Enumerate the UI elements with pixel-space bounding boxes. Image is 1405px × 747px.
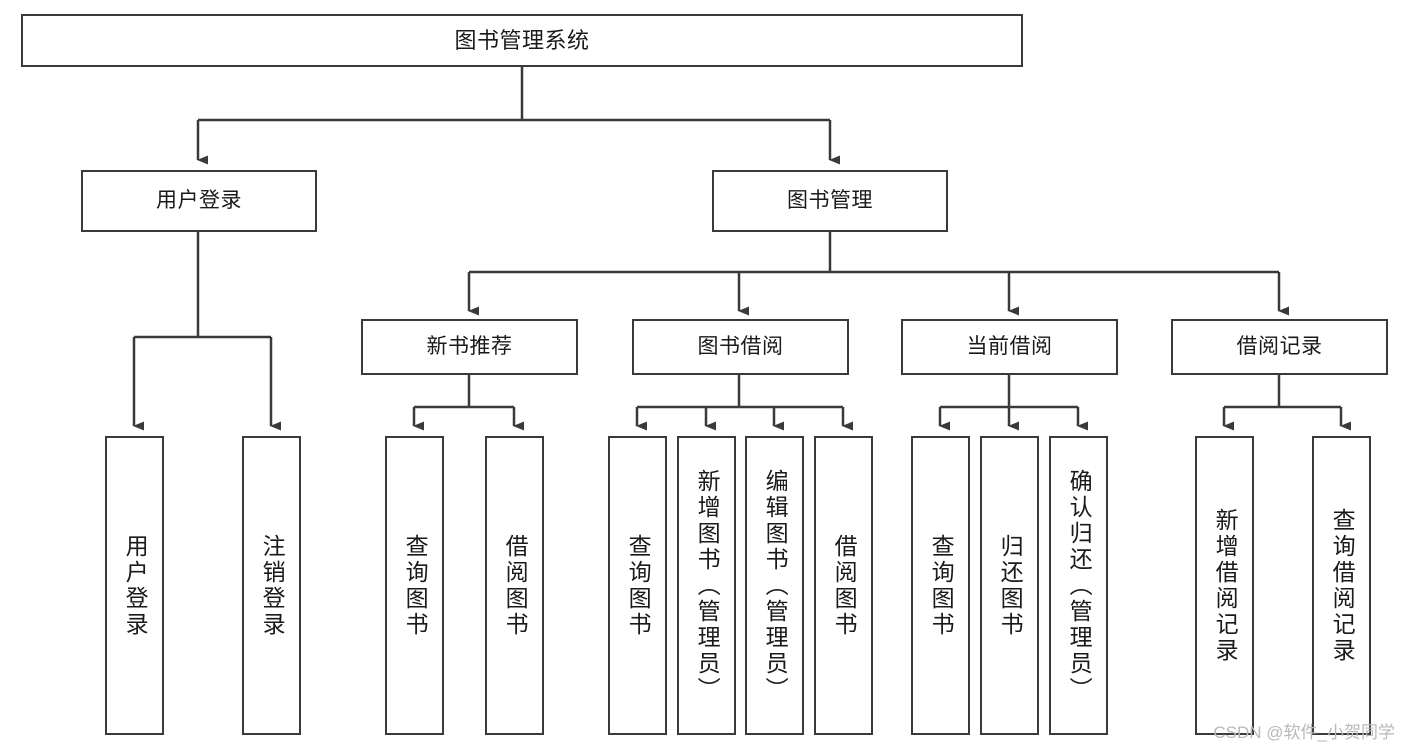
csdn-watermark: CSDN @软件_小贺同学 bbox=[1213, 723, 1395, 742]
leaf-query-borrow-record[interactable]: 查询借阅记录 bbox=[1312, 436, 1371, 735]
node-label: 新增借阅记录 bbox=[1212, 507, 1239, 664]
leaf-borrow-book[interactable]: 借阅图书 bbox=[814, 436, 873, 735]
node-root-book-management-system[interactable]: 图书管理系统 bbox=[21, 14, 1023, 67]
node-borrow-records[interactable]: 借阅记录 bbox=[1171, 319, 1388, 375]
node-label: 图书借阅 bbox=[697, 334, 784, 358]
node-label: 用户登录 bbox=[122, 533, 149, 638]
node-label: 查询借阅记录 bbox=[1329, 507, 1356, 664]
node-label: 图书管理 bbox=[787, 188, 873, 212]
node-book-borrow[interactable]: 图书借阅 bbox=[632, 319, 849, 375]
leaf-borrow-book-newbook[interactable]: 借阅图书 bbox=[485, 436, 544, 735]
leaf-add-borrow-record[interactable]: 新增借阅记录 bbox=[1195, 436, 1254, 735]
node-label: 注销登录 bbox=[259, 533, 286, 638]
leaf-logout[interactable]: 注销登录 bbox=[242, 436, 301, 735]
node-book-management[interactable]: 图书管理 bbox=[712, 170, 948, 232]
node-label: 归还图书 bbox=[997, 533, 1024, 638]
node-label: 确认归还（管理员） bbox=[1066, 468, 1093, 703]
leaf-return-book[interactable]: 归还图书 bbox=[980, 436, 1039, 735]
node-label: 借阅图书 bbox=[502, 533, 529, 638]
node-current-borrow[interactable]: 当前借阅 bbox=[901, 319, 1118, 375]
leaf-edit-book-admin[interactable]: 编辑图书（管理员） bbox=[745, 436, 804, 735]
node-label: 编辑图书（管理员） bbox=[762, 468, 789, 703]
node-label: 当前借阅 bbox=[966, 334, 1053, 358]
leaf-query-book-borrow[interactable]: 查询图书 bbox=[608, 436, 667, 735]
node-label: 用户登录 bbox=[156, 188, 242, 212]
node-label: 新书推荐 bbox=[426, 334, 513, 358]
node-label: 查询图书 bbox=[402, 533, 429, 638]
node-label: 新增图书（管理员） bbox=[694, 468, 721, 703]
node-user-login[interactable]: 用户登录 bbox=[81, 170, 317, 232]
leaf-confirm-return-admin[interactable]: 确认归还（管理员） bbox=[1049, 436, 1108, 735]
leaf-user-login[interactable]: 用户登录 bbox=[105, 436, 164, 735]
node-new-book-recommend[interactable]: 新书推荐 bbox=[361, 319, 578, 375]
leaf-query-book-current[interactable]: 查询图书 bbox=[911, 436, 970, 735]
leaf-add-book-admin[interactable]: 新增图书（管理员） bbox=[677, 436, 736, 735]
node-label: 借阅图书 bbox=[831, 533, 858, 638]
node-label: 查询图书 bbox=[625, 533, 652, 638]
leaf-query-book-newbook[interactable]: 查询图书 bbox=[385, 436, 444, 735]
node-label: 图书管理系统 bbox=[454, 27, 590, 53]
node-label: 查询图书 bbox=[928, 533, 955, 638]
node-label: 借阅记录 bbox=[1236, 334, 1323, 358]
